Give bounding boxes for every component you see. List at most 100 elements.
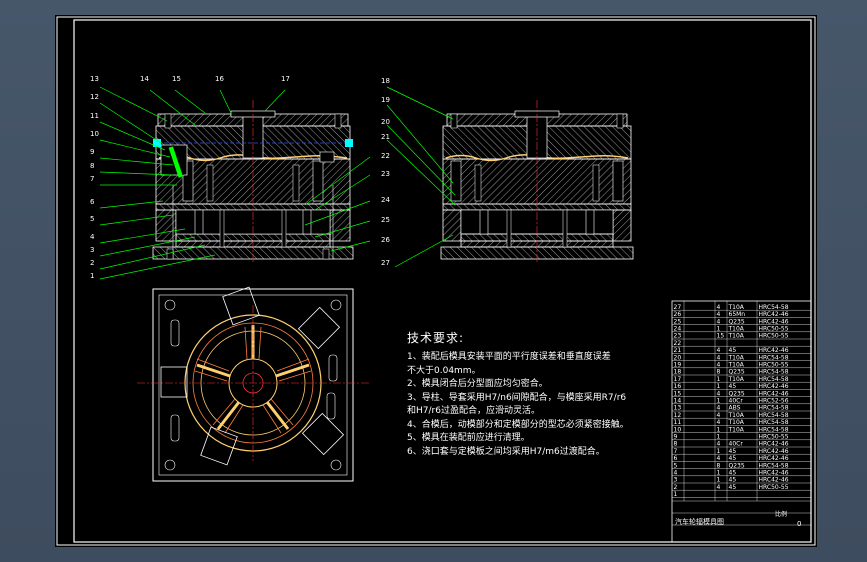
bom-cell: HRC54-58 xyxy=(759,354,789,361)
balloon-5: 5 xyxy=(90,215,95,223)
bom-cell: 45 xyxy=(729,448,737,455)
note-line: 5、模具在装配前应进行清理。 xyxy=(407,433,530,443)
note-line: 和H7/r6过盈配合，应滑动灵活。 xyxy=(407,406,540,416)
bom-cell: T10A xyxy=(728,376,745,383)
bom-cell: 10 xyxy=(674,426,682,433)
bom-cell: 4 xyxy=(717,311,721,318)
bom-cell: 22 xyxy=(674,340,682,347)
bom-cell: HRC42-46 xyxy=(759,318,789,325)
bom-cell: 1 xyxy=(717,477,721,484)
bom-cell: T10A xyxy=(728,419,745,426)
bom-cell: 45 xyxy=(729,455,737,462)
bom-cell: HRC42-46 xyxy=(759,390,789,397)
bom-cell: HRC42-46 xyxy=(759,441,789,448)
bom-cell: 18 xyxy=(674,369,682,376)
balloon-24: 24 xyxy=(381,196,390,204)
bom-cell: HRC42-46 xyxy=(759,455,789,462)
bom-cell: 45 xyxy=(729,347,737,354)
bom-cell: HRC54-58 xyxy=(759,426,789,433)
bom-cell: 4 xyxy=(717,304,721,311)
bom-cell: HRC54-58 xyxy=(759,405,789,412)
title-block-scale-label: 比例 xyxy=(775,511,788,518)
bom-cell: 4 xyxy=(717,419,721,426)
bom-cell: T10A xyxy=(728,326,745,333)
bom-cell: 1 xyxy=(717,376,721,383)
balloon-11: 11 xyxy=(90,112,99,120)
bom-cell: 8 xyxy=(717,369,721,376)
bom-cell: 1 xyxy=(717,426,721,433)
balloon-6: 6 xyxy=(90,198,95,206)
bom-cell: 4 xyxy=(717,354,721,361)
bom-cell: 45 xyxy=(729,477,737,484)
balloon-25: 25 xyxy=(381,216,390,224)
bom-cell: 4 xyxy=(717,405,721,412)
bom-cell: HRC52-56 xyxy=(759,398,789,405)
note-line: 6、浇口套与定模板之间均采用H7/m6过渡配合。 xyxy=(407,446,605,457)
bom-cell: T10A xyxy=(728,362,745,369)
bom-cell: 8 xyxy=(674,441,678,448)
bom-cell: 4 xyxy=(717,362,721,369)
bom-cell: 15 xyxy=(717,333,725,340)
bom-cell: 21 xyxy=(674,347,682,354)
balloon-16: 16 xyxy=(215,75,224,83)
bom-cell: 4 xyxy=(717,412,721,419)
bom-cell: 2 xyxy=(674,484,678,491)
front-section-view xyxy=(152,100,354,263)
bom-cell: ABS xyxy=(729,405,741,412)
bom-cell: 27 xyxy=(674,304,682,311)
bom-cell: HRC54-58 xyxy=(759,304,789,311)
bom-cell: 1 xyxy=(717,326,721,333)
bom-cell: HRC50-55 xyxy=(759,484,789,491)
bom-cell: 24 xyxy=(674,326,682,333)
balloon-2: 2 xyxy=(90,259,95,267)
bom-cell: 4 xyxy=(717,441,721,448)
bom-cell: 14 xyxy=(674,398,682,405)
balloon-26: 26 xyxy=(381,236,390,244)
bom-cell: 11 xyxy=(674,419,682,426)
bom-cell: HRC42-46 xyxy=(759,347,789,354)
bom-cell: T10A xyxy=(728,354,745,361)
bom-cell: HRC54-58 xyxy=(759,412,789,419)
side-leaders xyxy=(386,86,456,268)
bom-cell: HRC50-55 xyxy=(759,326,789,333)
bom-cell: 1 xyxy=(717,398,721,405)
bom-cell: 65Mn xyxy=(729,311,746,318)
bom-cell: 40Cr xyxy=(729,441,744,448)
bom-cell: 17 xyxy=(674,376,682,383)
bom-cell: 45 xyxy=(729,484,737,491)
bom-cell: HRC54-58 xyxy=(759,462,789,469)
bom-cell: 5 xyxy=(674,462,678,469)
bom-cell: HRC54-58 xyxy=(759,376,789,383)
bom-cell: 1 xyxy=(717,383,721,390)
balloon-18: 18 xyxy=(381,77,390,85)
bom-cell: 45 xyxy=(729,470,737,477)
bom-cell: T10A xyxy=(728,412,745,419)
balloon-15: 15 xyxy=(172,75,181,83)
bom-cell: 13 xyxy=(674,405,682,412)
bom-cell: Q235 xyxy=(729,318,745,325)
balloon-23: 23 xyxy=(381,170,390,178)
bom-cell: T10A xyxy=(728,426,745,433)
title-block-sheet-no: 0 xyxy=(797,520,802,528)
bom-cell: 15 xyxy=(674,390,682,397)
note-line: 4、合模后，动模部分和定模部分的型芯必须紧密接触。 xyxy=(407,419,629,430)
bom-cell: HRC50-55 xyxy=(759,434,789,441)
bom-cell: T10A xyxy=(728,333,745,340)
bom-cell: 4 xyxy=(674,470,678,477)
drawing-frame xyxy=(73,19,812,543)
bom-cell: 23 xyxy=(674,333,682,340)
bom-cell: HRC42-46 xyxy=(759,311,789,318)
front-leaders xyxy=(99,86,371,280)
bom-cell: 1 xyxy=(674,491,678,498)
balloon-27: 27 xyxy=(381,259,390,267)
bom-cell: 1 xyxy=(717,448,721,455)
bom-cell: Q235 xyxy=(729,462,745,469)
note-line: 3、导柱、导套采用H7/n6间隙配合，与模座采用R7/r6 xyxy=(407,392,627,403)
balloon-7: 7 xyxy=(90,175,95,183)
bom-cell: 12 xyxy=(674,412,682,419)
plan-view xyxy=(137,286,369,482)
balloon-8: 8 xyxy=(90,162,95,170)
